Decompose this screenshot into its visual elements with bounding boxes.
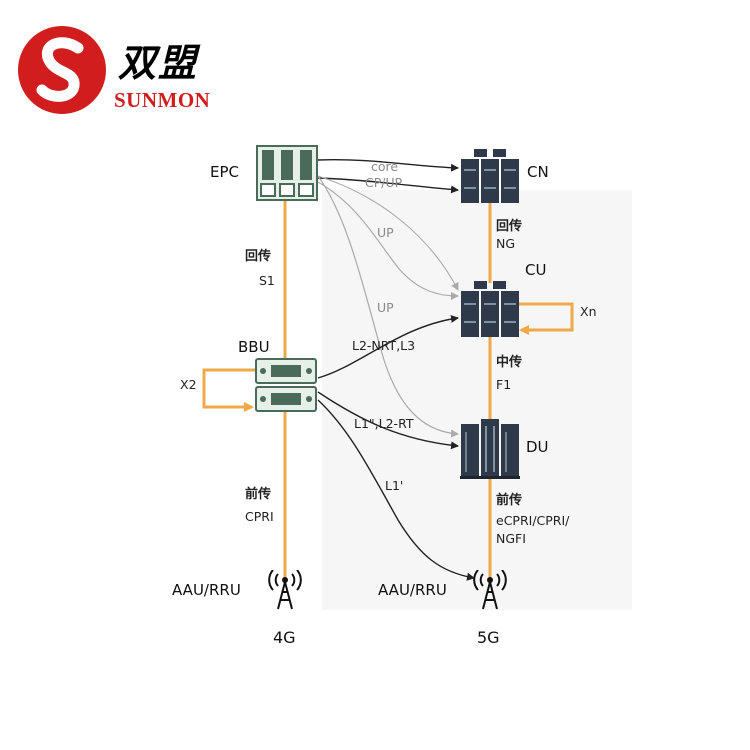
du-icon — [460, 419, 520, 479]
xn-label: Xn — [580, 304, 597, 319]
fronthaul-4g-cn-label: 前传 — [245, 487, 272, 502]
backhaul-5g-label: NG — [496, 236, 516, 251]
fronthaul-5g-label-line2: NGFI — [496, 531, 526, 546]
flow-core — [317, 158, 459, 172]
flow-l2-nrt-l3-label: L2-NRT,L3 — [352, 338, 416, 353]
flow-l1-l2-rt — [317, 391, 459, 450]
flow-up-1 — [317, 181, 459, 300]
cell-tower-icon-5g — [473, 570, 507, 610]
backhaul-4g-label: S1 — [259, 273, 275, 288]
backhaul-4g-cn-label: 回传 — [245, 249, 272, 264]
cn-icon — [461, 149, 519, 203]
epc-icon — [256, 145, 318, 201]
generation-5g-label: 5G — [477, 628, 500, 647]
epc-label: EPC — [210, 163, 239, 181]
xn-loop — [519, 302, 574, 335]
cn-label: CN — [527, 163, 549, 181]
flow-l1-label: L1' — [385, 478, 404, 493]
fronthaul-5g-label-line1: eCPRI/CPRI/ — [496, 513, 570, 528]
fronthaul-4g-label: CPRI — [245, 509, 274, 524]
bbu-label: BBU — [238, 338, 270, 356]
backhaul-5g-cn-label: 回传 — [496, 219, 523, 234]
cu-label: CU — [525, 261, 547, 279]
flow-up-label-1: UP — [377, 225, 394, 240]
flow-l1 — [317, 399, 475, 581]
midhaul-5g-label: F1 — [496, 377, 512, 392]
logo-chinese-name: 双盟 — [118, 40, 199, 85]
aau-4g-label: AAU/RRU — [172, 581, 241, 599]
flow-l1-l2-rt-label: L1",L2-RT — [354, 416, 414, 431]
sunmon-s-logo — [18, 26, 106, 114]
diagram-background — [322, 190, 632, 610]
midhaul-5g-cn-label: 中传 — [496, 355, 523, 370]
flow-cp-up — [317, 177, 459, 194]
du-label: DU — [526, 438, 549, 456]
aau-5g-label: AAU/RRU — [378, 581, 447, 599]
flow-cp-up-label: CP/UP — [365, 175, 403, 190]
x2-label: X2 — [180, 377, 197, 392]
logo-english-name: SUNMON — [114, 88, 211, 112]
flow-up-label-2: UP — [377, 300, 394, 315]
generation-4g-label: 4G — [273, 628, 296, 647]
bbu-icon — [255, 358, 317, 412]
cell-tower-icon-4g — [268, 570, 302, 610]
fronthaul-5g-cn-label: 前传 — [496, 493, 523, 508]
cu-icon — [461, 281, 519, 337]
x2-loop — [202, 368, 255, 412]
flow-l2-nrt-l3 — [317, 314, 459, 379]
flow-core-label: core — [371, 159, 399, 174]
